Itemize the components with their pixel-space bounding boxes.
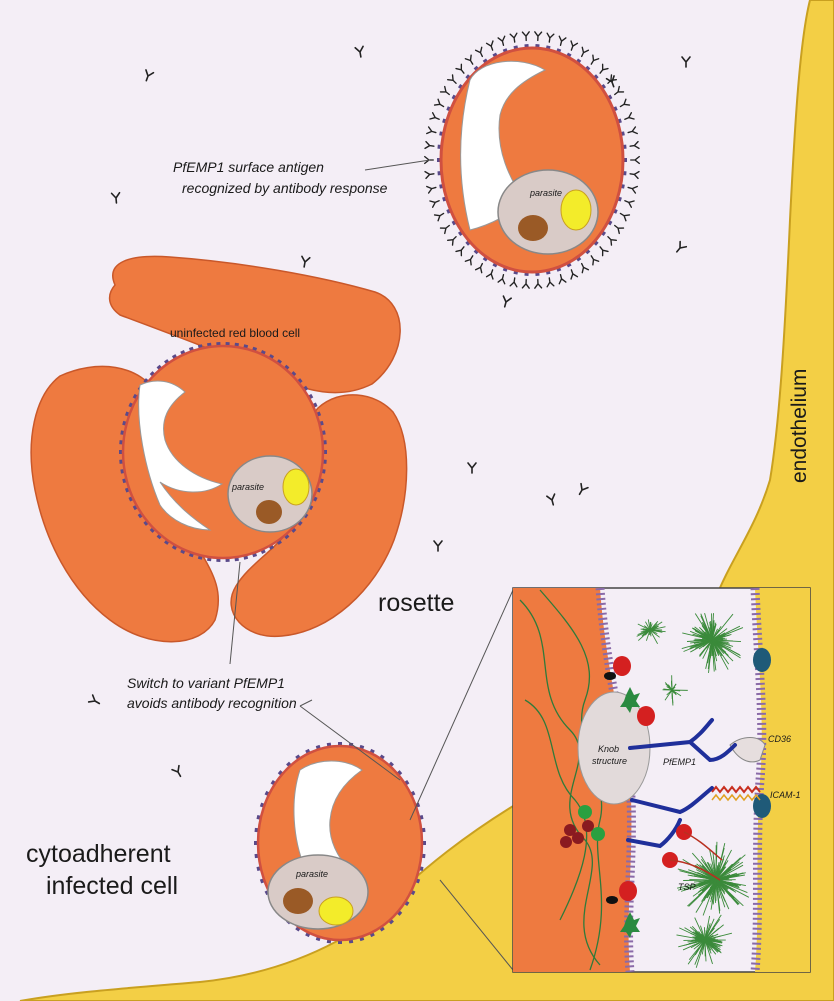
- infected-cell-cytoadherent: parasite: [254, 742, 426, 944]
- parasite-label-top: parasite: [529, 188, 562, 198]
- parasite-label-rosette: parasite: [231, 482, 264, 492]
- antibody-icon: [568, 269, 577, 279]
- antibody-icon: [557, 274, 566, 284]
- antibody-icon: [597, 245, 608, 256]
- antibody-icon: [430, 113, 441, 123]
- knob-label-line2: structure: [592, 756, 627, 766]
- antibody-icon: [501, 296, 511, 308]
- antibody-icon: [465, 55, 475, 66]
- antibody-icon: [510, 33, 518, 42]
- antibody-icon: [605, 234, 616, 245]
- antibody-icon: [534, 32, 541, 41]
- antibody-icon: [522, 32, 529, 41]
- antibody-icon: [498, 274, 507, 284]
- antibody-icon: [112, 193, 121, 204]
- antibody-icon: [534, 279, 541, 288]
- antibody-icon: [630, 170, 639, 178]
- antigen-label-line1: PfEMP1 surface antigen: [173, 159, 324, 175]
- antibody-icon: [522, 279, 529, 288]
- antibody-icon: [579, 47, 589, 58]
- antibody-icon: [674, 242, 687, 255]
- antibody-icon: [441, 87, 452, 98]
- antigen-label-line2: recognized by antibody response: [182, 180, 388, 196]
- antibody-icon: [434, 541, 442, 551]
- tsp-label: TSP: [678, 882, 696, 892]
- antibody-icon: [476, 262, 486, 273]
- switch-label-line1: Switch to variant PfEMP1: [127, 675, 285, 691]
- antibody-icon: [547, 494, 557, 506]
- endothelium-label: endothelium: [788, 369, 811, 483]
- antibody-icon: [619, 99, 630, 109]
- antibody-icon: [435, 99, 446, 109]
- antibody-icon: [576, 484, 588, 497]
- antibody-icon: [619, 211, 630, 221]
- antibody-icon: [624, 198, 635, 208]
- antibody-icon: [546, 277, 554, 286]
- antibody-icon: [300, 256, 310, 267]
- antibody-icon: [487, 41, 496, 51]
- antibody-icon: [624, 113, 635, 123]
- cd36-label: CD36: [768, 734, 791, 744]
- inset-detail: Knob structure: [513, 588, 810, 972]
- antibody-icon: [579, 262, 589, 273]
- antibody-icon: [588, 55, 598, 66]
- antibody-icon: [498, 36, 507, 46]
- antibody-icon: [597, 64, 608, 75]
- antibody-icon: [557, 36, 566, 46]
- icam1-label: ICAM-1: [770, 790, 801, 800]
- rosette-label: rosette: [378, 589, 454, 617]
- uninfected-label: uninfected red blood cell: [170, 326, 300, 340]
- antibody-icon: [425, 142, 434, 150]
- antibody-icon: [546, 33, 554, 42]
- antibody-icon: [613, 223, 624, 234]
- antibody-icon: [568, 41, 577, 51]
- antibody-icon: [456, 64, 467, 75]
- antibody-icon: [430, 198, 441, 208]
- antibody-icon: [465, 254, 475, 265]
- infected-cell-top: parasite: [425, 32, 640, 288]
- antibody-icon: [427, 127, 437, 136]
- antibody-icon: [441, 223, 452, 234]
- antibody-icon: [607, 76, 618, 88]
- antibody-icon: [476, 47, 486, 58]
- antibody-icon: [172, 766, 184, 779]
- antibody-icon: [588, 254, 598, 265]
- antibody-icon: [682, 57, 690, 67]
- antibody-icon: [435, 211, 446, 221]
- parasite-label-cyto: parasite: [295, 869, 328, 879]
- antibody-icon: [448, 75, 459, 86]
- antibody-icon: [143, 70, 154, 82]
- antibody-icon: [627, 127, 637, 136]
- antibody-icon: [468, 463, 476, 473]
- antibody-icon: [448, 234, 459, 245]
- switch-label-line2: avoids antibody recognition: [127, 695, 297, 711]
- antibody-icon: [627, 184, 637, 193]
- antibody-icon: [427, 184, 437, 193]
- antibody-icon: [89, 695, 102, 707]
- antibody-icon: [487, 269, 496, 279]
- antibody-icon: [613, 87, 624, 98]
- antibody-icon: [425, 170, 434, 178]
- knob-label-line1: Knob: [598, 744, 619, 754]
- antibody-icon: [631, 157, 640, 164]
- antibody-icon: [355, 46, 365, 57]
- cyto-label-line2: infected cell: [46, 872, 178, 900]
- pfemp1-label: PfEMP1: [663, 757, 696, 767]
- antibody-icon: [630, 142, 639, 150]
- antibody-icon: [456, 245, 467, 256]
- cyto-label-line1: cytoadherent: [26, 840, 171, 868]
- antibody-icon: [510, 277, 518, 286]
